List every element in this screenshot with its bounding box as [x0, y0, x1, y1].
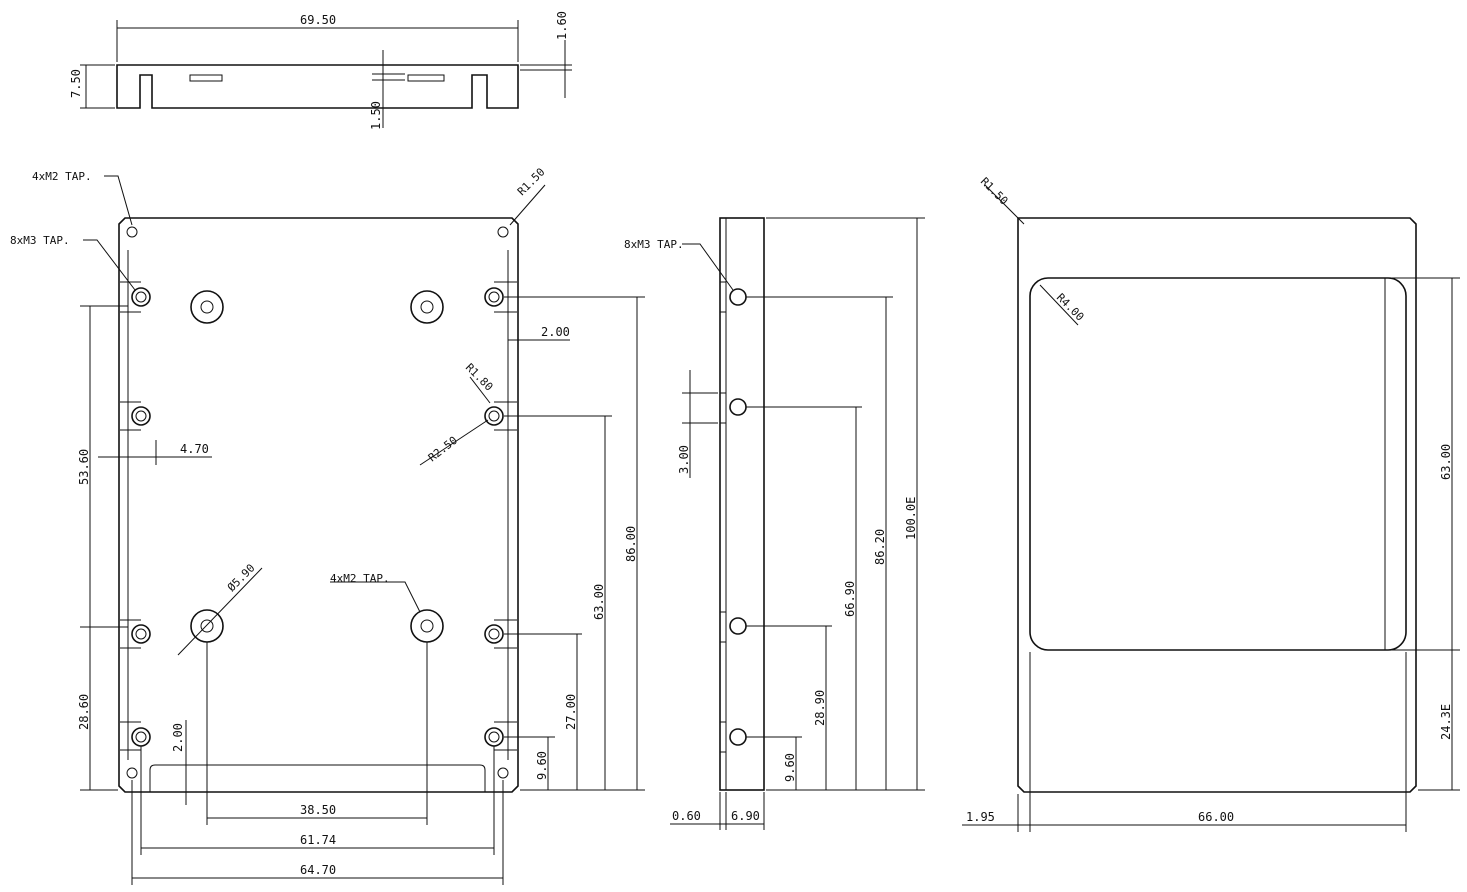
side-h-9-60-label: 9.60 — [783, 753, 797, 782]
top-view: 69.50 7.50 1.60 1.50 — [69, 11, 572, 130]
m2-tap-bottom-label: 4xM2 TAP. — [330, 572, 390, 585]
slot-r2-label: R2.50 — [426, 434, 460, 465]
h-86-label: 86.00 — [624, 526, 638, 562]
back-w-66-label: 66.00 — [1198, 810, 1234, 824]
back-w-1-95-label: 1.95 — [966, 810, 995, 824]
back-inner-radius-label: R4.00 — [1054, 291, 1087, 324]
offset-bottom-label: 2.00 — [171, 723, 185, 752]
top-depth-label: 1.50 — [369, 101, 383, 130]
top-height-label: 7.50 — [69, 69, 83, 98]
m3-tap-label: 8xM3 TAP. — [10, 234, 70, 247]
w-38-50-label: 38.50 — [300, 803, 336, 817]
back-h-63-label: 63.00 — [1439, 444, 1453, 480]
side-h-100-label: 100.0E — [904, 497, 918, 540]
span-lower-label: 28.60 — [77, 694, 91, 730]
top-width-label: 69.50 — [300, 13, 336, 27]
h-63-label: 63.00 — [592, 584, 606, 620]
side-h-28-90-label: 28.90 — [813, 690, 827, 726]
front-corner-radius-label: R1.50 — [515, 166, 548, 199]
back-corner-radius-label: R1.50 — [978, 175, 1011, 208]
w-61-74-label: 61.74 — [300, 833, 336, 847]
side-h-66-90-label: 66.90 — [843, 581, 857, 617]
side-view: 8xM3 TAP. 3.00 100.0E 86.20 66.90 28.90 … — [624, 217, 925, 830]
side-m3-tap-label: 8xM3 TAP. — [624, 238, 684, 251]
side-w-6-90-label: 6.90 — [731, 809, 760, 823]
side-gap-label: 3.00 — [677, 445, 691, 474]
m2-tap-top-label: 4xM2 TAP. — [32, 170, 92, 183]
slot-width-label: 2.00 — [541, 325, 570, 339]
top-wall-label: 1.60 — [555, 11, 569, 40]
h-27-label: 27.00 — [564, 694, 578, 730]
left-slots — [120, 281, 151, 751]
side-w-0-60-label: 0.60 — [672, 809, 701, 823]
h-9-60-label: 9.60 — [535, 751, 549, 780]
front-view: 4xM2 TAP. 8xM3 TAP. R1.50 R1.80 R2.50 Ø5… — [10, 166, 645, 885]
slot-depth-label: 4.70 — [180, 442, 209, 456]
back-h-24-label: 24.3E — [1439, 704, 1453, 740]
span-upper-label: 53.60 — [77, 449, 91, 485]
right-slots — [484, 281, 517, 751]
back-view: R1.50 R4.00 63.00 24.3E 1.95 66.00 — [962, 175, 1460, 832]
side-h-86-20-label: 86.20 — [873, 529, 887, 565]
w-64-70-label: 64.70 — [300, 863, 336, 877]
